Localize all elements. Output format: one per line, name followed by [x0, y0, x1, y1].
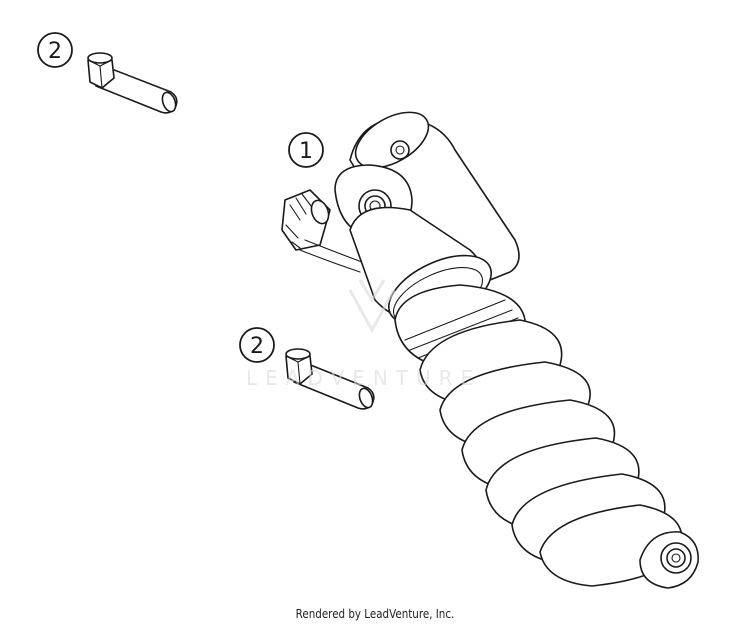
bolt-upper — [87, 52, 178, 114]
callout-label: 2 — [250, 334, 264, 359]
callout-2-lower: 2 — [239, 327, 275, 363]
callout-2-upper: 2 — [37, 32, 73, 68]
callout-1: 1 — [288, 132, 324, 168]
callout-label: 1 — [299, 139, 313, 164]
coil-spring — [419, 319, 683, 587]
callout-label: 2 — [48, 39, 62, 64]
shock-absorber — [281, 111, 699, 589]
watermark-text: LEADVENTURE — [246, 366, 481, 390]
lower-eye-mount — [639, 531, 699, 589]
leadventure-watermark: LEADVENTURE — [246, 279, 481, 390]
adjuster-knob — [281, 189, 331, 251]
rendered-by-credit: Rendered by LeadVenture, Inc. — [295, 607, 455, 621]
bolt-lower — [285, 348, 375, 410]
